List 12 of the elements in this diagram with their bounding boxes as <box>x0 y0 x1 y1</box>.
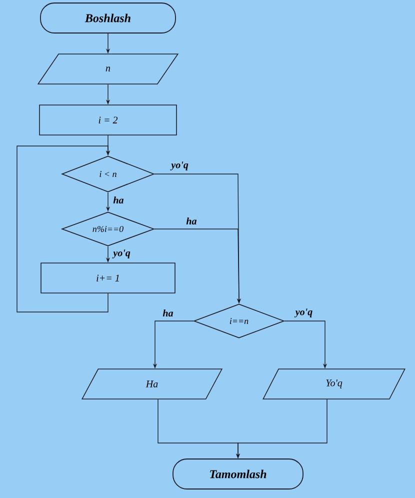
terminal-box: Tamomlash <box>172 458 304 490</box>
io-parallelogram: Yo'q <box>262 368 406 400</box>
edge-label: yo'q <box>112 250 130 258</box>
edge-label: ha <box>162 309 174 317</box>
edge-label: yo'q <box>294 308 312 318</box>
edge-label: yo'q <box>170 162 188 170</box>
terminal-box: Boshlash <box>40 2 176 34</box>
process-box: i+= 1 <box>40 262 176 294</box>
arrow <box>16 146 110 312</box>
process-box: i = 2 <box>39 104 177 136</box>
edge-label: ha <box>186 217 197 225</box>
edge-label: ha <box>113 196 124 204</box>
